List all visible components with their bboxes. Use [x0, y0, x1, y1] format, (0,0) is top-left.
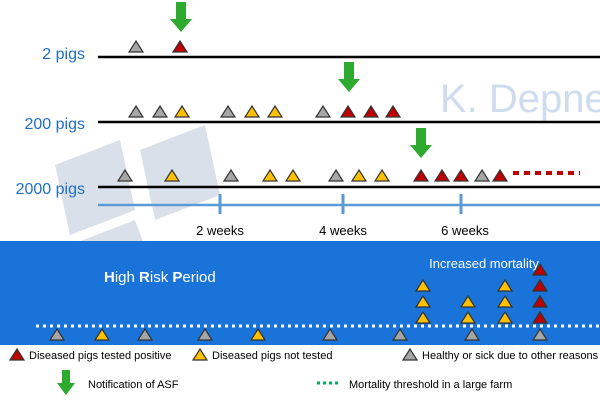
legend-positive-label: Diseased pigs tested positive — [29, 350, 171, 362]
timeline-label-6-weeks: 6 weeks — [441, 223, 489, 238]
title-part-isk: isk — [150, 269, 173, 286]
high-risk-panel — [0, 241, 600, 345]
row-3-triangle-gray — [474, 169, 490, 182]
increased-mortality-label: Increased mortality — [429, 256, 539, 271]
row-3-triangle-orange — [374, 169, 390, 182]
high-risk-period-title: High Risk Period — [104, 269, 216, 286]
row-3-triangle-red — [492, 169, 508, 182]
title-part-h: H — [104, 269, 115, 286]
row-2-triangle-gray — [315, 105, 331, 118]
row-3-triangle-orange — [351, 169, 367, 182]
row-3-triangle-gray — [328, 169, 344, 182]
title-part-r: R — [139, 269, 150, 286]
row-3-triangle-red — [453, 169, 469, 182]
watermark-text: K. Depner — [440, 77, 600, 121]
row-2-triangle-red — [363, 105, 379, 118]
legend: Diseased pigs tested positive Diseased p… — [9, 348, 599, 395]
row-label-2-pigs: 2 pigs — [42, 46, 85, 63]
notification-arrow-2000-pigs — [410, 128, 432, 158]
row-2-triangle-orange — [244, 105, 260, 118]
row-2-triangle-orange — [267, 105, 283, 118]
title-part-p: P — [172, 269, 182, 286]
row-2-triangle-orange — [174, 105, 190, 118]
legend-healthy-label: Healthy or sick due to other reasons — [422, 350, 599, 362]
row-1-triangle-gray — [128, 40, 144, 53]
row-2-triangle-red — [385, 105, 401, 118]
legend-orange-triangle-icon — [192, 348, 208, 361]
row-label-200-pigs: 200 pigs — [25, 116, 86, 133]
row-2-triangle-gray — [152, 105, 168, 118]
row-2-triangle-gray — [128, 105, 144, 118]
timeline-label-2-weeks: 2 weeks — [196, 223, 244, 238]
timeline-label-4-weeks: 4 weeks — [319, 223, 367, 238]
title-part-igh: igh — [115, 269, 139, 286]
legend-gray-triangle-icon — [402, 348, 418, 361]
row-1-triangle-red — [172, 40, 188, 53]
row-3-triangle-gray — [223, 169, 239, 182]
row-3-triangle-orange — [285, 169, 301, 182]
legend-red-triangle-icon — [9, 348, 25, 361]
row-3-triangle-red — [413, 169, 429, 182]
title-part-eriod: eriod — [182, 269, 215, 286]
row-3-triangle-orange — [262, 169, 278, 182]
legend-not-tested-label: Diseased pigs not tested — [212, 350, 332, 362]
notification-arrow-200-pigs — [338, 62, 360, 92]
row-2-triangle-red — [340, 105, 356, 118]
legend-threshold-label: Mortality threshold in a large farm — [349, 379, 512, 391]
row-label-2000-pigs: 2000 pigs — [16, 181, 85, 198]
notification-arrow-2-pigs — [170, 2, 192, 32]
row-2-triangle-gray — [220, 105, 236, 118]
legend-green-arrow-icon — [57, 370, 75, 395]
row-3-triangle-red — [434, 169, 450, 182]
legend-notification-label: Notification of ASF — [88, 379, 179, 391]
